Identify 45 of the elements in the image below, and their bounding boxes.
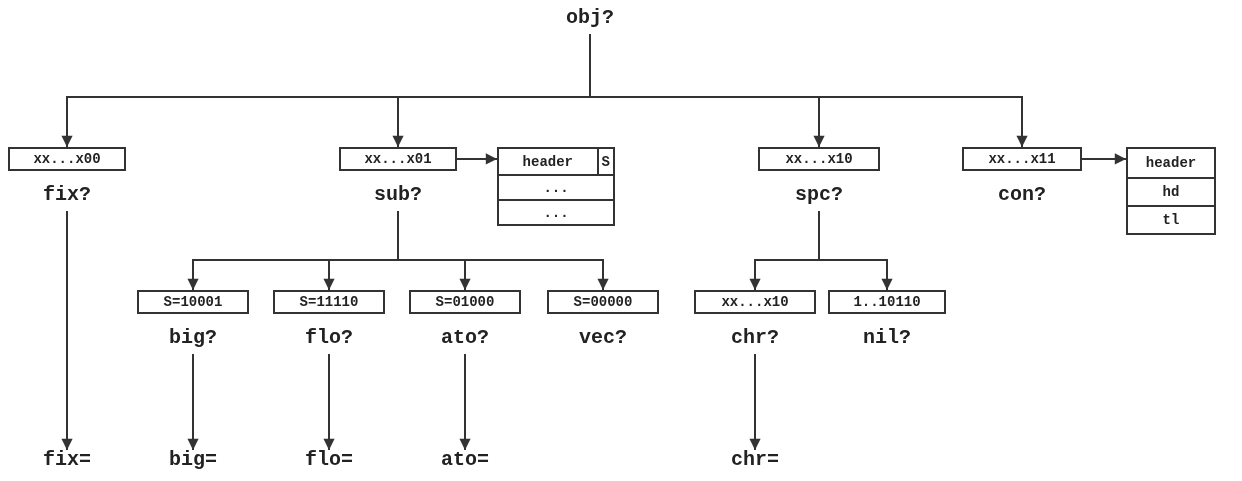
arrow	[749, 353, 761, 451]
tag-bits-box: xx...x10	[758, 147, 880, 171]
tag-bits-box: 1..10110	[828, 290, 946, 314]
arrow	[1081, 153, 1127, 165]
field-label: header	[1145, 156, 1197, 170]
arrow	[323, 353, 335, 451]
arrow	[818, 210, 893, 291]
predicate-label: vec?	[579, 328, 627, 348]
predicate-label: ato=	[441, 450, 489, 470]
tag-bits-box: S=11110	[273, 290, 385, 314]
field-label: hd	[1162, 185, 1180, 199]
predicate-label: sub?	[374, 185, 422, 205]
field-label: header	[522, 154, 573, 169]
predicate-label: flo?	[305, 328, 353, 348]
record-box	[497, 147, 615, 226]
tag-bits-box: xx...x11	[962, 147, 1082, 171]
predicate-label: big=	[169, 450, 217, 470]
predicate-label: fix=	[43, 450, 91, 470]
record-box	[1126, 147, 1216, 235]
tag-bits-box: xx...x01	[339, 147, 457, 171]
tag-bits-box: S=01000	[409, 290, 521, 314]
field-label: S	[601, 154, 610, 169]
predicate-label: big?	[169, 328, 217, 348]
predicate-label: chr?	[731, 328, 779, 348]
field-label: ...	[543, 180, 569, 195]
tag-bits-box: S=00000	[547, 290, 659, 314]
arrow	[187, 353, 199, 451]
arrow	[456, 153, 498, 165]
predicate-label: ato?	[441, 328, 489, 348]
arrow	[61, 210, 73, 451]
predicate-label: nil?	[863, 328, 911, 348]
field-label: tl	[1162, 213, 1180, 227]
predicate-label: obj?	[566, 8, 614, 28]
field-label: ...	[543, 205, 569, 220]
tag-bits-box: xx...x00	[8, 147, 126, 171]
predicate-label: con?	[998, 185, 1046, 205]
arrow	[397, 210, 609, 291]
arrow	[459, 353, 471, 451]
predicate-label: fix?	[43, 185, 91, 205]
tag-bits-box: S=10001	[137, 290, 249, 314]
arrow	[589, 33, 1028, 148]
predicate-label: flo=	[305, 450, 353, 470]
predicate-label: chr=	[731, 450, 779, 470]
predicate-label: spc?	[795, 185, 843, 205]
tag-bits-box: xx...x10	[694, 290, 816, 314]
